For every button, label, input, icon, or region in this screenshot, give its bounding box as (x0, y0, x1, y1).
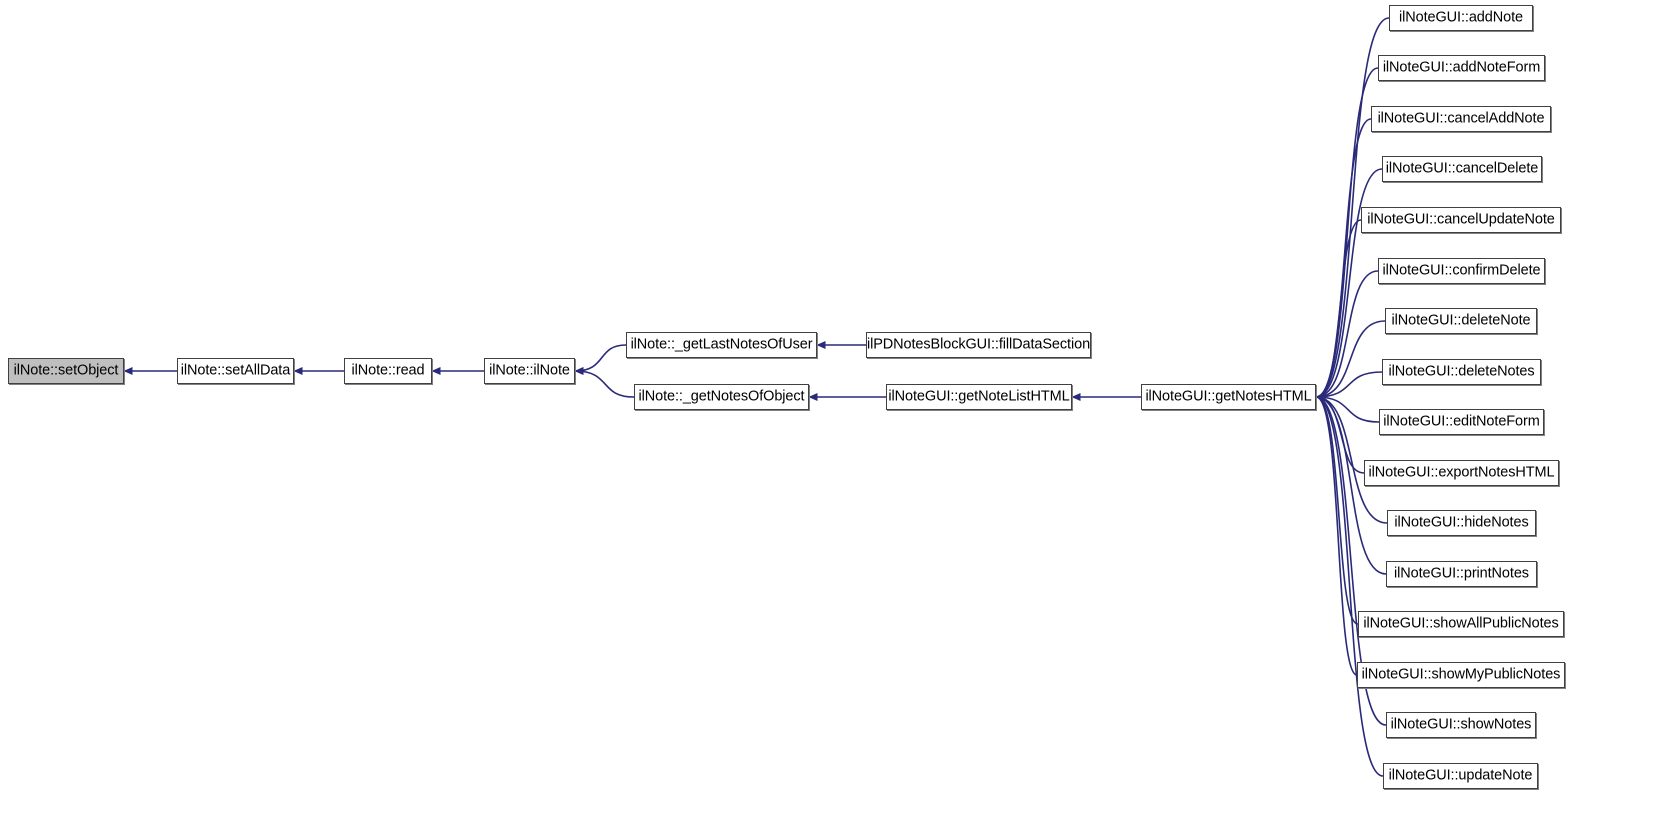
graph-node-deleteNote[interactable]: ilNoteGUI::deleteNote (1385, 308, 1537, 334)
graph-node-hideNotes[interactable]: ilNoteGUI::hideNotes (1387, 510, 1536, 536)
graph-node-label: ilPDNotesBlockGUI::fillDataSection (866, 336, 1091, 353)
graph-node-addNote[interactable]: ilNoteGUI::addNote (1389, 5, 1533, 31)
graph-node-label: ilNoteGUI::showMyPublicNotes (1361, 666, 1561, 683)
graph-node-getLastNotesOfUser[interactable]: ilNote::_getLastNotesOfUser (626, 332, 817, 358)
graph-edge-cancelAddNote-to-getNotesHTML (1315, 118, 1372, 401)
graph-edge-showAllPublicNotes-to-getNotesHTML (1315, 393, 1359, 625)
graph-node-label: ilNote::ilNote (489, 362, 570, 379)
graph-edge-deleteNote-to-getNotesHTML (1315, 320, 1386, 401)
graph-node-updateNote[interactable]: ilNoteGUI::updateNote (1383, 763, 1538, 789)
graph-node-read[interactable]: ilNote::read (344, 358, 432, 384)
graph-node-label: ilNoteGUI::getNoteListHTML (888, 388, 1070, 405)
graph-node-confirmDelete[interactable]: ilNoteGUI::confirmDelete (1378, 258, 1545, 284)
graph-node-fillDataSection[interactable]: ilPDNotesBlockGUI::fillDataSection (866, 332, 1091, 358)
graph-node-label: ilNote::read (351, 362, 425, 379)
graph-node-exportNotesHTML[interactable]: ilNoteGUI::exportNotesHTML (1364, 460, 1559, 486)
graph-node-label: ilNote::setObject (13, 362, 119, 379)
graph-edge-getNotesOfObject-to-ilNote (574, 367, 635, 398)
graph-node-label: ilNoteGUI::editNoteForm (1383, 413, 1540, 430)
graph-node-label: ilNoteGUI::deleteNotes (1388, 363, 1535, 380)
graph-node-label: ilNoteGUI::cancelUpdateNote (1367, 211, 1555, 228)
graph-node-label: ilNoteGUI::updateNote (1388, 767, 1533, 784)
graph-edge-updateNote-to-getNotesHTML (1315, 393, 1384, 777)
graph-edge-confirmDelete-to-getNotesHTML (1315, 270, 1379, 401)
graph-node-label: ilNote::_getLastNotesOfUser (630, 336, 813, 353)
graph-node-showNotes[interactable]: ilNoteGUI::showNotes (1386, 712, 1536, 738)
graph-node-setAllData[interactable]: ilNote::setAllData (177, 358, 294, 384)
graph-node-label: ilNoteGUI::showNotes (1390, 716, 1532, 733)
graph-node-label: ilNoteGUI::showAllPublicNotes (1363, 615, 1559, 632)
graph-node-label: ilNoteGUI::deleteNote (1391, 312, 1531, 329)
graph-edge-deleteNotes-to-getNotesHTML (1315, 371, 1383, 401)
graph-node-label: ilNoteGUI::getNotesHTML (1145, 388, 1312, 405)
graph-edge-exportNotesHTML-to-getNotesHTML (1315, 393, 1365, 474)
graph-edge-showMyPublicNotes-to-getNotesHTML (1315, 393, 1358, 676)
graph-node-label: ilNoteGUI::cancelDelete (1385, 160, 1539, 177)
graph-node-setObject[interactable]: ilNote::setObject (8, 358, 124, 384)
graph-node-cancelAddNote[interactable]: ilNoteGUI::cancelAddNote (1371, 106, 1551, 132)
graph-edge-cancelDelete-to-getNotesHTML (1315, 168, 1383, 401)
graph-edge-cancelUpdateNote-to-getNotesHTML (1315, 219, 1362, 401)
graph-node-label: ilNoteGUI::hideNotes (1394, 514, 1529, 531)
graph-node-getNoteListHTML[interactable]: ilNoteGUI::getNoteListHTML (886, 384, 1072, 410)
graph-node-label: ilNote::_getNotesOfObject (638, 388, 805, 405)
graph-node-editNoteForm[interactable]: ilNoteGUI::editNoteForm (1379, 409, 1544, 435)
graph-node-label: ilNoteGUI::cancelAddNote (1377, 110, 1545, 127)
graph-node-showAllPublicNotes[interactable]: ilNoteGUI::showAllPublicNotes (1358, 611, 1564, 637)
graph-node-getNotesHTML[interactable]: ilNoteGUI::getNotesHTML (1141, 384, 1316, 410)
graph-node-getNotesOfObject[interactable]: ilNote::_getNotesOfObject (634, 384, 809, 410)
graph-node-showMyPublicNotes[interactable]: ilNoteGUI::showMyPublicNotes (1357, 662, 1565, 688)
graph-node-printNotes[interactable]: ilNoteGUI::printNotes (1386, 561, 1537, 587)
graph-node-label: ilNoteGUI::confirmDelete (1382, 262, 1541, 279)
graph-node-label: ilNote::setAllData (180, 362, 291, 379)
graph-node-label: ilNoteGUI::printNotes (1394, 565, 1529, 582)
graph-node-cancelUpdateNote[interactable]: ilNoteGUI::cancelUpdateNote (1361, 207, 1561, 233)
graph-node-deleteNotes[interactable]: ilNoteGUI::deleteNotes (1382, 359, 1541, 385)
graph-edge-getLastNotesOfUser-to-ilNote (574, 344, 627, 375)
graph-node-addNoteForm[interactable]: ilNoteGUI::addNoteForm (1378, 55, 1545, 81)
graph-node-ilNote[interactable]: ilNote::ilNote (484, 358, 575, 384)
graph-node-cancelDelete[interactable]: ilNoteGUI::cancelDelete (1382, 156, 1542, 182)
graph-node-label: ilNoteGUI::addNoteForm (1382, 59, 1541, 76)
graph-edge-editNoteForm-to-getNotesHTML (1315, 393, 1380, 423)
graph-node-label: ilNoteGUI::exportNotesHTML (1368, 464, 1555, 481)
graph-node-label: ilNoteGUI::addNote (1399, 9, 1523, 26)
